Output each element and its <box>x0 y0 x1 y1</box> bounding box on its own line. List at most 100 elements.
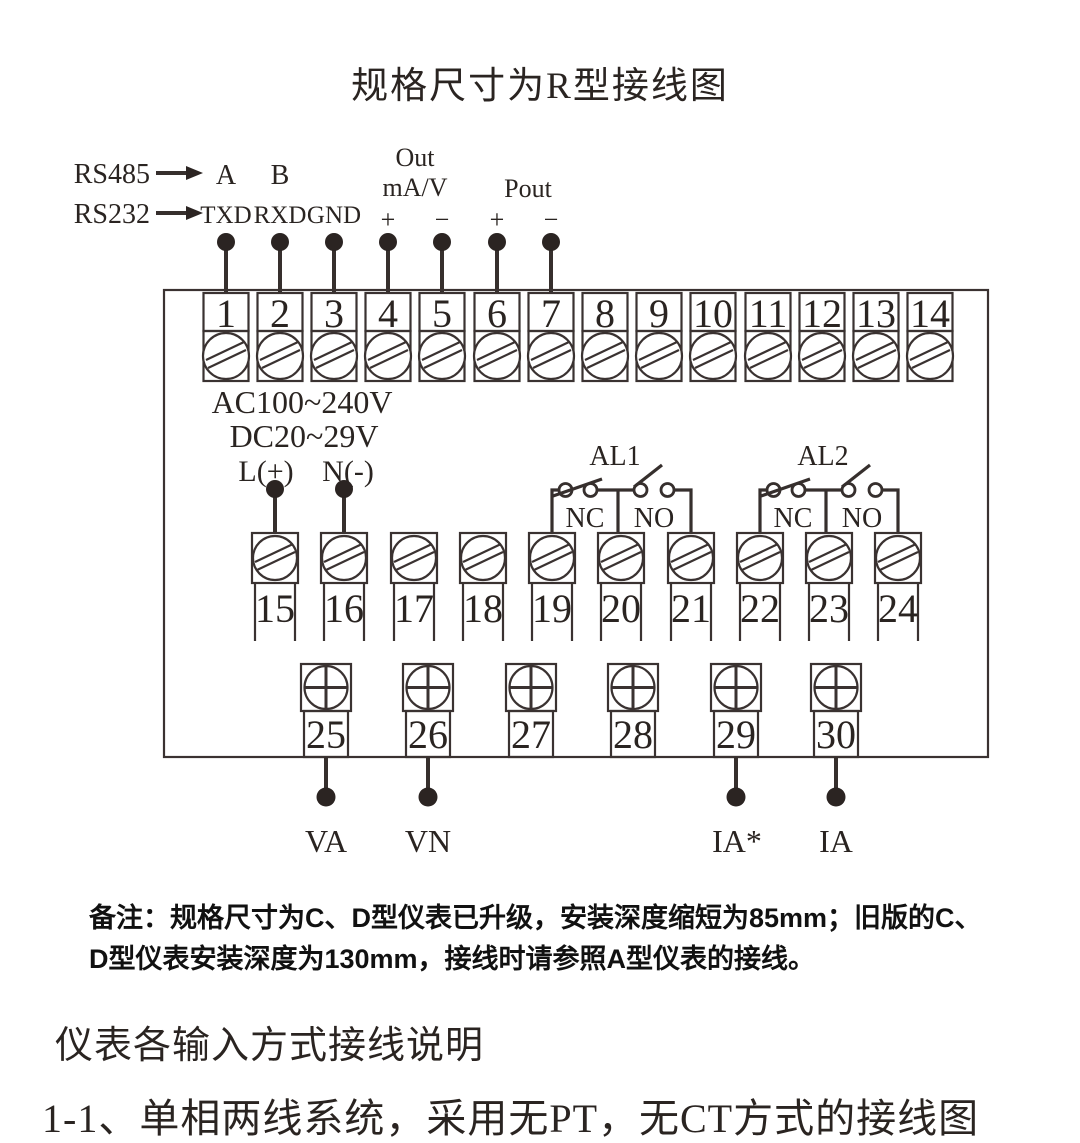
interface-labels: RS485 RS232 A B TXD RXD GND Out mA/V Pou… <box>74 143 559 234</box>
terminal-number: 22 <box>740 586 780 631</box>
dc-range-label: DC20~29V <box>230 418 379 454</box>
pin-rxd-label: RXD <box>254 202 307 229</box>
terminal-number: 2 <box>270 291 290 336</box>
al1-nc-label: NC <box>566 503 605 534</box>
terminal-number: 16 <box>324 586 364 631</box>
ac-range-label: AC100~240V <box>212 384 393 420</box>
terminal-block-1: 1 <box>201 291 251 383</box>
terminal-block-4: 4 <box>363 291 413 383</box>
terminal-number: 17 <box>394 586 434 631</box>
terminal-number: 24 <box>878 586 918 631</box>
terminal-block-26: 26 <box>401 662 455 759</box>
terminal-block-16: 16 <box>319 531 369 641</box>
terminal-number: 14 <box>910 291 950 336</box>
terminal-number: 6 <box>487 291 507 336</box>
device-outline <box>162 288 990 759</box>
terminal-number: 23 <box>809 586 849 631</box>
terminal-block-11: 11 <box>743 291 793 383</box>
diagram-title: 规格尺寸为R型接线图 <box>351 66 729 107</box>
out-minus-label: − <box>435 205 450 234</box>
terminal-block-5: 5 <box>417 291 467 383</box>
terminal-row-2: 15 16 17 18 19 20 21 22 23 24 <box>250 531 923 641</box>
terminal-number: 9 <box>649 291 669 336</box>
pout-plus-label: + <box>490 205 505 234</box>
terminal-row-1: 1 2 3 4 5 6 7 8 9 10 11 12 13 14 <box>201 291 955 383</box>
ia-star-label: IA* <box>712 823 762 859</box>
out-plus-label: + <box>381 205 396 234</box>
pin-b-label: B <box>271 160 290 191</box>
note-line-1: 备注：规格尺寸为C、D型仪表已升级，安装深度缩短为85mm；旧版的C、 <box>89 903 982 933</box>
no-contact-blade <box>633 463 663 489</box>
pin-a-label: A <box>216 160 237 191</box>
out-label: Out <box>396 143 436 172</box>
rs232-label: RS232 <box>74 199 150 230</box>
bottom-wires: VA VN IA* IA <box>305 757 853 859</box>
terminal-block-19: 19 <box>527 531 577 641</box>
terminal-block-20: 20 <box>596 531 646 641</box>
relay-al2: AL2 NC NO <box>758 441 900 534</box>
terminal-number: 29 <box>716 712 756 757</box>
terminal-number: 30 <box>816 712 856 757</box>
terminal-number: 1 <box>216 291 236 336</box>
ia-label: IA <box>819 823 853 859</box>
terminal-number: 18 <box>463 586 503 631</box>
terminal-number: 5 <box>432 291 452 336</box>
terminal-block-12: 12 <box>797 291 847 383</box>
nc-contact-blade <box>760 477 811 498</box>
pout-label: Pout <box>504 174 552 203</box>
terminal-number: 27 <box>511 712 551 757</box>
terminal-block-3: 3 <box>309 291 359 383</box>
terminal-block-18: 18 <box>458 531 508 641</box>
line-label: L(+) <box>238 455 293 488</box>
terminal-block-10: 10 <box>688 291 738 383</box>
relay-al1: AL1 NC NO <box>550 441 693 534</box>
terminal-block-23: 23 <box>804 531 854 641</box>
terminal-number: 11 <box>749 291 788 336</box>
terminal-block-21: 21 <box>666 531 716 641</box>
terminal-block-8: 8 <box>580 291 630 383</box>
terminal-number: 7 <box>541 291 561 336</box>
note-text: 备注：规格尺寸为C、D型仪表已升级，安装深度缩短为85mm；旧版的C、 D型仪表… <box>89 898 1019 980</box>
terminal-block-15: 15 <box>250 531 300 641</box>
al2-no-label: NO <box>842 503 882 534</box>
terminal-block-22: 22 <box>735 531 785 641</box>
terminal-block-17: 17 <box>389 531 439 641</box>
va-label: VA <box>305 823 347 859</box>
top-wires <box>217 233 560 294</box>
terminal-number: 26 <box>408 712 448 757</box>
power-labels: AC100~240V DC20~29V L(+) N(-) <box>212 384 393 532</box>
rs485-label: RS485 <box>74 159 150 190</box>
pout-minus-label: − <box>544 205 559 234</box>
terminal-block-9: 9 <box>634 291 684 383</box>
vn-label: VN <box>405 823 451 859</box>
terminal-number: 10 <box>693 291 733 336</box>
note-line-2: D型仪表安装深度为130mm，接线时请参照A型仪表的接线。 <box>89 944 816 974</box>
terminal-block-24: 24 <box>873 531 923 641</box>
rs485-arrow-icon <box>156 166 203 180</box>
al2-label: AL2 <box>797 441 848 472</box>
pin-txd-label: TXD <box>200 202 251 229</box>
terminal-block-14: 14 <box>905 291 955 383</box>
terminal-number: 8 <box>595 291 615 336</box>
terminal-block-7: 7 <box>526 291 576 383</box>
nc-contact-blade <box>552 477 603 498</box>
terminal-number: 12 <box>802 291 842 336</box>
terminal-number: 28 <box>613 712 653 757</box>
wiring-diagram: RS485 RS232 A B TXD RXD GND Out mA/V Pou… <box>74 143 990 859</box>
section-heading: 仪表各输入方式接线说明 <box>55 1025 485 1067</box>
pin-gnd-label: GND <box>307 202 361 229</box>
terminal-number: 20 <box>601 586 641 631</box>
terminal-number: 25 <box>306 712 346 757</box>
terminal-number: 19 <box>532 586 572 631</box>
terminal-number: 13 <box>856 291 896 336</box>
no-contact-blade <box>841 463 871 489</box>
rs232-arrow-icon <box>156 206 203 220</box>
al1-label: AL1 <box>589 441 640 472</box>
terminal-block-28: 28 <box>606 662 660 759</box>
terminal-number: 21 <box>671 586 711 631</box>
terminal-row-3: 25 26 27 28 29 30 <box>299 662 863 759</box>
terminal-block-27: 27 <box>504 662 558 759</box>
terminal-block-13: 13 <box>851 291 901 383</box>
terminal-block-6: 6 <box>472 291 522 383</box>
